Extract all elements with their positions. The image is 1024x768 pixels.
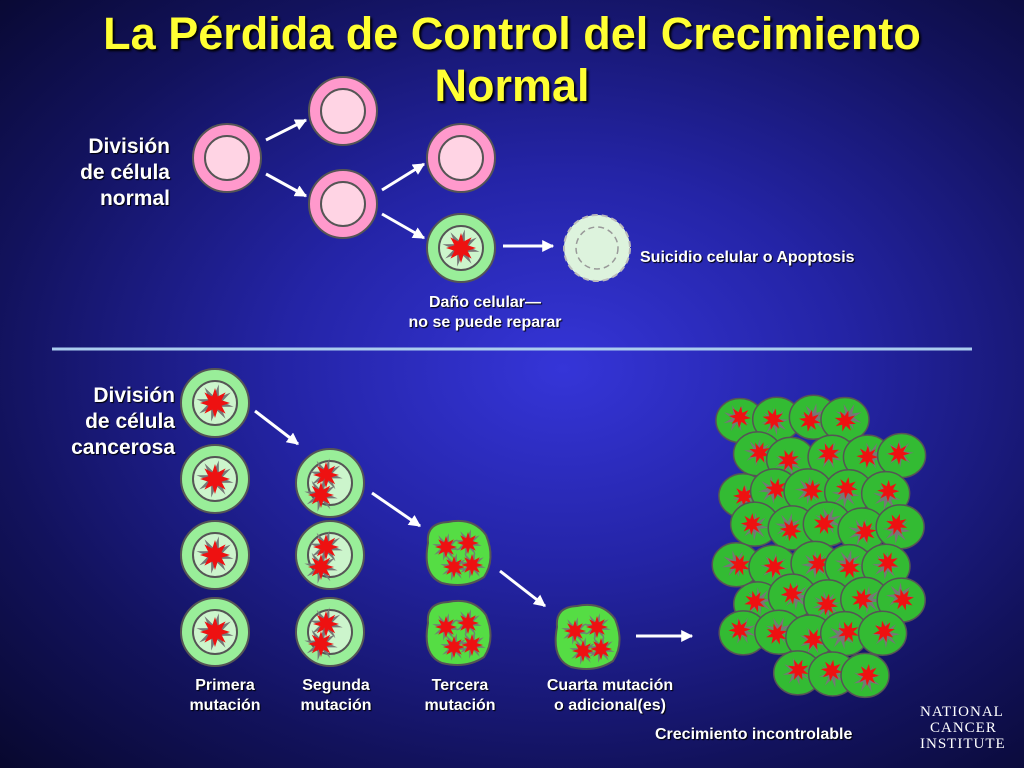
stage-4-line-2: o adicional(es) — [553, 697, 667, 714]
stage-1-line-2: mutación — [189, 697, 261, 714]
normal-arrows-group — [265, 118, 555, 252]
cancer-division-label: División de célula cancerosa — [30, 383, 175, 461]
arrow-normal-1 — [265, 118, 308, 142]
stage-label-4: Cuarta mutación o adicional(es) — [520, 676, 700, 716]
cancer-arrows-group — [254, 409, 694, 642]
granddaughter-normal-cell — [426, 123, 496, 193]
tumor-cell — [783, 468, 833, 514]
first-mutation-cell-1 — [180, 368, 250, 438]
first-mutation-cell-3 — [180, 520, 250, 590]
title-line-1: La Pérdida de Control del Crecimiento — [103, 8, 921, 59]
stage-2-line-1: Segunda — [302, 677, 370, 694]
arrow-normal-2 — [265, 172, 308, 198]
logo-line-2: CANCER — [930, 720, 997, 736]
cancer-cells-group — [180, 368, 621, 670]
tumor-cell — [861, 543, 911, 590]
stage-2-line-2: mutación — [300, 697, 372, 714]
normal-label-line-2: de célula — [80, 161, 170, 184]
stage-label-2: Segunda mutación — [276, 676, 396, 716]
normal-label-line-1: División — [88, 135, 170, 158]
stage-label-3: Tercera mutación — [400, 676, 520, 716]
title-line-2: Normal — [434, 60, 590, 111]
nci-logo: NATIONAL CANCER INSTITUTE — [920, 704, 1020, 752]
cancer-label-line-2: de célula — [85, 410, 175, 433]
third-mutation-cell-1 — [425, 519, 492, 586]
first-mutation-cell-2 — [180, 444, 250, 514]
slide-title: La Pérdida de Control del Crecimiento No… — [0, 8, 1024, 112]
arrow-cancer-2 — [371, 491, 421, 528]
normal-label-line-3: normal — [99, 187, 170, 210]
cancer-label-line-1: División — [93, 384, 175, 407]
first-mutation-cell-4 — [180, 597, 250, 667]
arrow-cancer-1 — [254, 409, 299, 446]
damage-line-1: Daño celular— — [428, 294, 542, 311]
apoptotic-cell — [563, 214, 631, 282]
tumor-cell — [875, 504, 925, 550]
second-mutation-cell-1 — [295, 448, 365, 518]
arrow-cancer-3 — [499, 569, 546, 608]
tumor-cell — [840, 652, 890, 699]
third-mutation-cell-2 — [425, 599, 492, 666]
arrow-normal-4 — [381, 212, 426, 240]
tumor-mass — [711, 394, 927, 699]
second-mutation-cell-2 — [295, 520, 365, 590]
damaged-cell — [426, 213, 496, 283]
parent-normal-cell — [192, 123, 262, 193]
damage-line-2: no se puede reparar — [408, 314, 562, 331]
tumor-cell — [820, 396, 870, 443]
stage-3-line-1: Tercera — [431, 677, 489, 694]
stage-3-line-2: mutación — [424, 697, 496, 714]
fourth-mutation-cell — [554, 603, 621, 670]
logo-line-3: INSTITUTE — [920, 736, 1006, 752]
uncontrolled-growth-label: Crecimiento incontrolable — [655, 726, 853, 743]
tumor-cell — [715, 397, 765, 444]
second-mutation-cell-3 — [295, 597, 365, 667]
normal-division-label: División de célula normal — [40, 134, 170, 212]
logo-line-1: NATIONAL — [920, 704, 1004, 720]
tumor-cell — [840, 576, 890, 623]
damage-label: Daño celular— no se puede reparar — [370, 293, 600, 333]
tumor-cell — [718, 610, 768, 656]
arrow-normal-3 — [381, 162, 426, 192]
stage-4-line-1: Cuarta mutación — [546, 677, 674, 694]
daughter-normal-cell-top — [308, 76, 378, 146]
stage-label-1: Primera mutación — [165, 676, 285, 716]
daughter-normal-cell-bottom — [308, 169, 378, 239]
apoptosis-label: Suicidio celular o Apoptosis — [640, 249, 855, 266]
tumor-cell — [876, 577, 926, 623]
stage-1-line-1: Primera — [195, 677, 255, 694]
tumor-cell — [857, 610, 908, 657]
cancer-label-line-3: cancerosa — [71, 436, 175, 459]
normal-cells-group — [192, 76, 631, 283]
tumor-cell — [876, 432, 927, 479]
tumor-cell — [729, 501, 780, 547]
